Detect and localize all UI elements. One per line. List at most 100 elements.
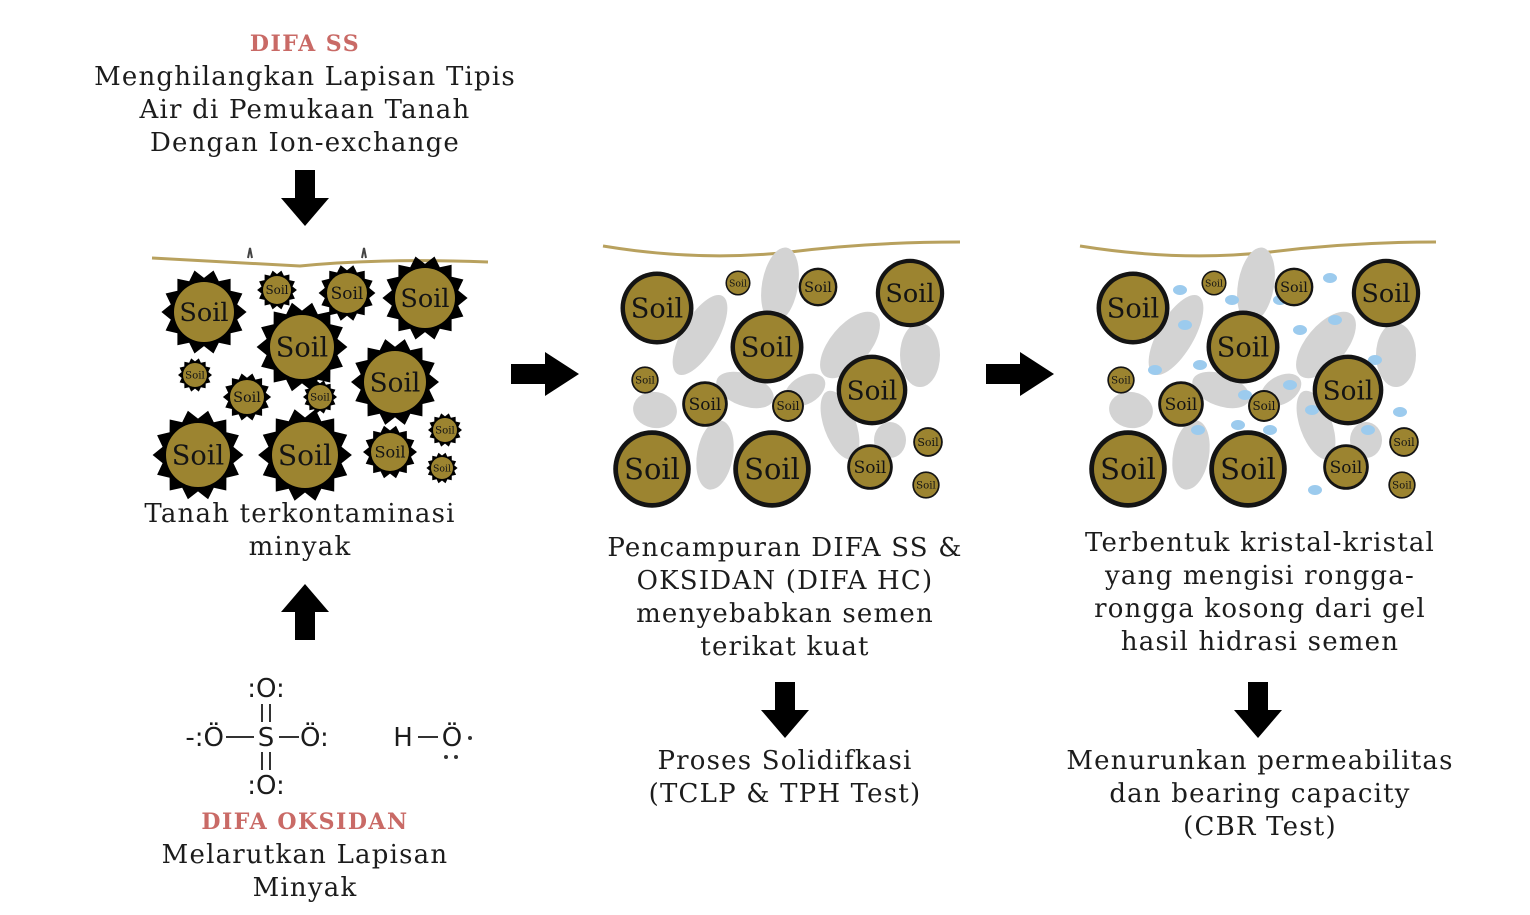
soil-label: Soil — [172, 441, 224, 472]
hydrogen-atom: H — [393, 723, 413, 753]
crystal-dot — [1361, 425, 1375, 435]
soil-particle: Soil — [733, 430, 811, 508]
crystal-dot — [1293, 325, 1307, 335]
soil-label: Soil — [278, 439, 332, 472]
panel3-result-line-3: (CBR Test) — [1183, 812, 1337, 842]
soil-particle: Soil — [152, 410, 244, 500]
cement-gel-blob — [820, 390, 860, 460]
crystal-dot — [1263, 425, 1277, 435]
sulfate-left-oxygen: -:Ö — [185, 721, 224, 753]
crystal-dot — [1231, 420, 1245, 430]
electron-dot — [444, 755, 448, 759]
panel2-result: Proses Solidifkasi (TCLP & TPH Test) — [600, 745, 970, 811]
panel1-caption: Tanah terkontaminasi minyak — [100, 498, 500, 564]
soil-particle: Soil — [1089, 430, 1167, 508]
arrow-right-icon — [986, 352, 1054, 396]
soil-label: Soil — [1393, 436, 1415, 449]
water-molecule-structure: H Ö — [393, 721, 472, 759]
soil-label: Soil — [777, 399, 800, 413]
crystal-dot — [1305, 405, 1319, 415]
cement-gel-blob — [1148, 295, 1204, 375]
soil-particle: Soil — [351, 339, 439, 425]
panel2-caption-line-1: Pencampuran DIFA SS & — [607, 533, 963, 563]
panel3-result: Menurunkan permeabilitas dan bearing cap… — [1050, 745, 1470, 844]
cement-gel-blob — [633, 391, 677, 429]
soil-particle: Soil — [363, 425, 417, 479]
soil-particle: Soil — [847, 444, 893, 490]
panel2-cement-gel — [633, 247, 940, 490]
crystal-dot — [1173, 285, 1187, 295]
panel3-result-line-1: Menurunkan permeabilitas — [1066, 746, 1454, 776]
soil-label: Soil — [916, 481, 936, 492]
arrow-down-icon — [281, 170, 329, 226]
panel3-caption-line-2: yang mengisi rongga- — [1105, 561, 1415, 591]
electron-dot — [468, 736, 472, 740]
soil-label: Soil — [400, 284, 449, 314]
difa-ss-title: DIFA SS — [249, 31, 361, 57]
soil-label: Soil — [435, 426, 455, 437]
difa-oksidan-title: DIFA OKSIDAN — [201, 809, 409, 835]
panel3-result-line-2: dan bearing capacity — [1109, 779, 1411, 809]
soil-particle: Soil — [798, 267, 838, 307]
soil-label: Soil — [233, 390, 261, 406]
soil-particle: Soil — [1389, 427, 1419, 457]
soil-particle: Soil — [730, 310, 804, 384]
soil-particle: Soil — [631, 366, 659, 394]
soil-label: Soil — [631, 294, 683, 325]
soil-particle: Soil — [428, 413, 462, 447]
soil-label: Soil — [744, 452, 800, 486]
arrow-right-icon — [511, 352, 579, 396]
panel2-caption-line-4: terikat kuat — [700, 632, 870, 662]
soil-particle: Soil — [1388, 471, 1416, 499]
soil-label: Soil — [741, 333, 793, 364]
soil-particle: Soil — [836, 354, 908, 426]
difa-ss-block: DIFA SS Menghilangkan Lapisan Tipis Air … — [60, 28, 550, 160]
crystal-dot — [1368, 355, 1382, 365]
crystal-dot — [1393, 407, 1407, 417]
soil-particle: Soil — [1312, 354, 1384, 426]
soil-particle: Soil — [1201, 270, 1227, 296]
sulfate-ion-structure: :O: -:Ö S Ö: :O: — [185, 674, 328, 801]
cement-gel-blob — [820, 311, 880, 379]
soil-particle: Soil — [258, 409, 352, 501]
difa-oksidan-line-2: Minyak — [252, 873, 358, 903]
crystal-dot — [1323, 273, 1337, 283]
soil-particle: Soil — [725, 270, 751, 296]
difa-ss-line-2: Air di Pemukaan Tanah — [139, 95, 471, 125]
soil-surface-line — [1079, 240, 1437, 258]
soil-label: Soil — [310, 393, 330, 404]
soil-label: Soil — [374, 443, 405, 462]
crystal-dot — [1308, 485, 1322, 495]
crystal-dot — [1328, 315, 1342, 325]
soil-particle: Soil — [1274, 267, 1314, 307]
soil-particle: Soil — [682, 381, 728, 427]
crystal-dot — [1238, 390, 1252, 400]
soil-particle: Soil — [913, 427, 943, 457]
soil-particle: Soil — [620, 271, 694, 345]
soil-particle: Soil — [1209, 430, 1287, 508]
crystal-dot — [1283, 380, 1297, 390]
panel3-caption-line-1: Terbentuk kristal-kristal — [1084, 528, 1436, 558]
soil-label: Soil — [433, 463, 451, 474]
soil-label: Soil — [917, 436, 939, 449]
soil-particle: Soil — [1323, 444, 1369, 490]
soil-label: Soil — [1107, 294, 1159, 325]
soil-label: Soil — [847, 376, 898, 406]
soil-particle: Soil — [1158, 381, 1204, 427]
soil-particle: Soil — [426, 452, 458, 484]
crystal-dot — [1191, 425, 1205, 435]
crystal-dot — [1178, 320, 1192, 330]
sulfate-bottom-oxygen: :O: — [247, 771, 285, 801]
soil-label: Soil — [370, 368, 421, 398]
soil-particle: Soil — [318, 265, 376, 321]
soil-label: Soil — [729, 278, 747, 289]
soil-label: Soil — [1217, 333, 1269, 364]
soil-label: Soil — [276, 333, 328, 364]
panel2-result-line-2: (TCLP & TPH Test) — [648, 779, 922, 809]
soil-label: Soil — [854, 458, 887, 478]
soil-particle: Soil — [1096, 271, 1170, 345]
panel2-result-line-1: Proses Solidifkasi — [657, 746, 913, 776]
